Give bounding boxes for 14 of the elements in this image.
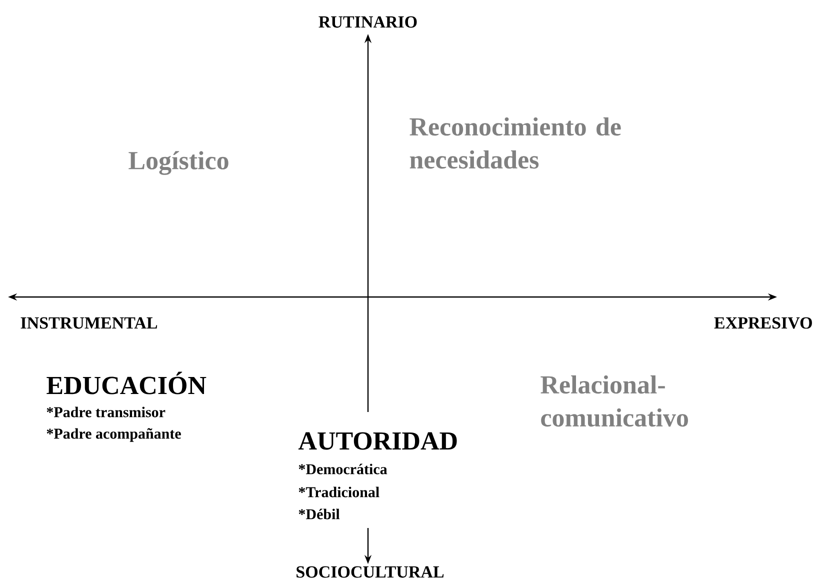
axis-label: SOCIOCULTURAL — [296, 566, 444, 578]
quadrant-label: Reconocimiento de necesidades — [410, 117, 621, 169]
list-item: *Débil — [298, 508, 340, 520]
axis-label: INSTRUMENTAL — [20, 317, 158, 329]
list-item: *Tradicional — [298, 486, 380, 498]
heading: AUTORIDAD — [298, 432, 457, 450]
quadrant-label: Logístico — [128, 151, 228, 175]
axis-label: RUTINARIO — [318, 16, 417, 28]
heading: EDUCACIÓN — [46, 372, 206, 394]
list-item: *Democrática — [298, 464, 388, 474]
quadrant-label: Relacional-comunicativo — [540, 375, 688, 427]
list-item: *Padre acompañante — [46, 428, 181, 442]
list-item: *Padre transmisor — [46, 406, 166, 418]
axis-label: EXPRESIVO — [714, 317, 812, 329]
